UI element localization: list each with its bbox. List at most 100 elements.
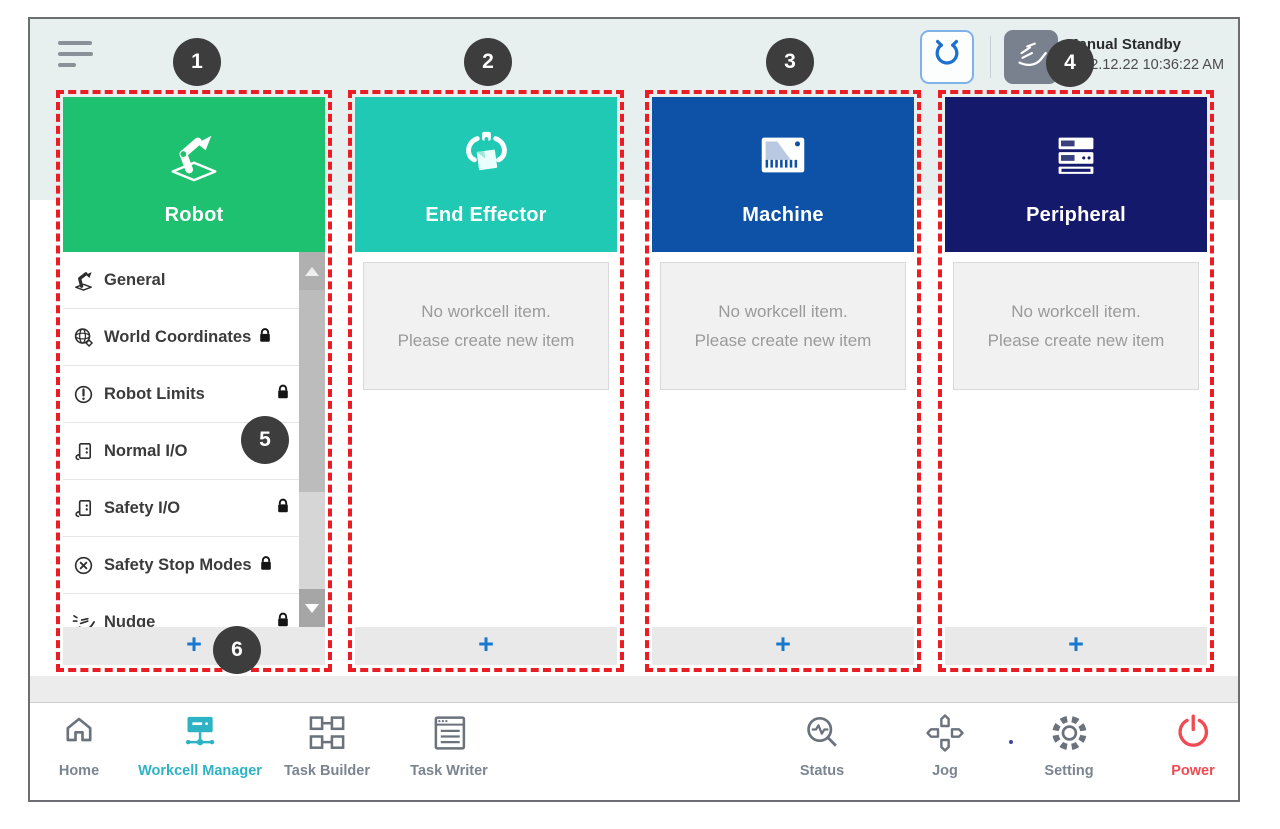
list-item-robot-limits[interactable]: Robot Limits bbox=[63, 366, 299, 423]
lock-icon bbox=[258, 555, 274, 576]
io-icon bbox=[72, 497, 104, 520]
content-bottom-strip bbox=[30, 676, 1238, 702]
nav-label: Home bbox=[58, 763, 100, 779]
lock-icon bbox=[275, 498, 291, 519]
task-builder-icon bbox=[306, 712, 348, 759]
nav-item-home[interactable]: Home bbox=[58, 712, 100, 779]
empty-state-panel: No workcell item. Please create new item bbox=[363, 262, 609, 390]
arrow-up-icon bbox=[305, 266, 319, 276]
nav-label: Workcell Manager bbox=[138, 763, 262, 779]
empty-state-line1: No workcell item. bbox=[421, 302, 551, 321]
scroll-down-button[interactable] bbox=[299, 589, 325, 627]
machine-column-header[interactable]: Machine bbox=[652, 97, 914, 252]
add-end-effector-button[interactable]: + bbox=[355, 627, 617, 665]
nav-label: Setting bbox=[1044, 763, 1094, 779]
machine-column: Machine No workcell item. Please create … bbox=[645, 90, 921, 672]
list-item-world-coordinates[interactable]: World Coordinates bbox=[63, 309, 299, 366]
home-icon bbox=[58, 712, 100, 759]
top-bar-divider bbox=[990, 36, 991, 78]
nav-item-task-builder[interactable]: Task Builder bbox=[284, 712, 370, 779]
scroll-up-button[interactable] bbox=[299, 252, 325, 290]
robot-item-list: General World Coordinates bbox=[63, 252, 325, 627]
empty-state-line2: Please create new item bbox=[397, 331, 575, 350]
status-icon bbox=[801, 712, 843, 759]
machine-content: No workcell item. Please create new item bbox=[652, 252, 914, 627]
nav-item-setting[interactable]: Setting bbox=[1044, 712, 1094, 779]
robot-arm-icon bbox=[165, 123, 223, 190]
io-icon bbox=[72, 440, 104, 463]
nav-item-jog[interactable]: Jog bbox=[924, 712, 966, 779]
robot-state-label: Manual Standby bbox=[1066, 36, 1182, 53]
arrow-down-icon bbox=[305, 603, 319, 613]
robot-mode-button[interactable] bbox=[920, 30, 974, 84]
column-title: Machine bbox=[742, 203, 824, 226]
lock-icon bbox=[275, 384, 291, 405]
nav-item-status[interactable]: Status bbox=[800, 712, 844, 779]
empty-state-panel: No workcell item. Please create new item bbox=[953, 262, 1199, 390]
nav-item-power[interactable]: Power bbox=[1171, 712, 1215, 779]
callout-badge-6: 6 bbox=[213, 626, 261, 674]
list-item-label: Normal I/O bbox=[104, 441, 188, 460]
setting-icon bbox=[1048, 712, 1090, 759]
list-item-safety-io[interactable]: Safety I/O bbox=[63, 480, 299, 537]
world-coordinates-icon bbox=[72, 326, 104, 349]
add-machine-button[interactable]: + bbox=[652, 627, 914, 665]
task-writer-icon bbox=[428, 712, 470, 759]
nav-label: Task Builder bbox=[284, 763, 370, 779]
nudge-icon bbox=[72, 611, 104, 627]
plus-icon: + bbox=[186, 629, 202, 659]
robot-limits-icon bbox=[72, 383, 104, 406]
nav-separator-dot bbox=[1009, 740, 1013, 744]
robot-column-header[interactable]: Robot bbox=[63, 97, 325, 252]
scrollbar[interactable] bbox=[299, 252, 325, 627]
list-item-nudge[interactable]: Nudge bbox=[63, 594, 299, 627]
column-title: Peripheral bbox=[1026, 203, 1126, 226]
empty-state-line2: Please create new item bbox=[987, 331, 1165, 350]
lock-icon bbox=[275, 612, 291, 628]
add-peripheral-button[interactable]: + bbox=[945, 627, 1207, 665]
nav-item-task-writer[interactable]: Task Writer bbox=[410, 712, 488, 779]
nav-label: Power bbox=[1171, 763, 1215, 779]
empty-state-line1: No workcell item. bbox=[718, 302, 848, 321]
robot-column: Robot General bbox=[56, 90, 332, 672]
list-item-label: Nudge bbox=[104, 612, 156, 628]
peripheral-icon bbox=[1047, 123, 1105, 190]
nav-label: Status bbox=[799, 763, 845, 779]
list-item-label: World Coordinates bbox=[104, 327, 252, 346]
list-item-label: Robot Limits bbox=[104, 384, 205, 403]
end-effector-column-header[interactable]: End Effector bbox=[355, 97, 617, 252]
add-robot-item-button[interactable]: + bbox=[63, 627, 325, 665]
empty-state-line1: No workcell item. bbox=[1011, 302, 1141, 321]
callout-badge-5: 5 bbox=[241, 416, 289, 464]
plus-icon: + bbox=[1068, 629, 1084, 659]
callout-badge-2: 2 bbox=[464, 38, 512, 86]
peripheral-column: Peripheral No workcell item. Please crea… bbox=[938, 90, 1214, 672]
nav-label: Task Writer bbox=[410, 763, 488, 779]
list-item-label: Safety I/O bbox=[104, 498, 181, 517]
list-item-safety-stop-modes[interactable]: Safety Stop Modes bbox=[63, 537, 299, 594]
gripper-box-icon bbox=[457, 123, 515, 190]
empty-state-panel: No workcell item. Please create new item bbox=[660, 262, 906, 390]
jog-icon bbox=[924, 712, 966, 759]
bottom-navigation-bar bbox=[30, 702, 1238, 800]
column-title: End Effector bbox=[425, 203, 547, 226]
list-item-general[interactable]: General bbox=[63, 252, 299, 309]
machine-icon bbox=[754, 123, 812, 190]
callout-badge-4: 4 bbox=[1046, 39, 1094, 87]
end-effector-column: End Effector No workcell item. Please cr… bbox=[348, 90, 624, 672]
power-icon bbox=[1172, 712, 1214, 759]
peripheral-content: No workcell item. Please create new item bbox=[945, 252, 1207, 627]
peripheral-column-header[interactable]: Peripheral bbox=[945, 97, 1207, 252]
status-timestamp: 2022.12.22 10:36:22 AM bbox=[1066, 57, 1225, 73]
callout-badge-3: 3 bbox=[766, 38, 814, 86]
robot-icon bbox=[72, 269, 104, 292]
hamburger-menu-icon[interactable] bbox=[58, 40, 94, 70]
nav-item-workcell-manager[interactable]: Workcell Manager bbox=[138, 712, 262, 779]
list-item-label: Safety Stop Modes bbox=[104, 555, 252, 574]
callout-badge-1: 1 bbox=[173, 38, 221, 86]
scrollbar-thumb[interactable] bbox=[299, 290, 325, 492]
gripper-icon bbox=[929, 37, 965, 78]
end-effector-content: No workcell item. Please create new item bbox=[355, 252, 617, 627]
hand-icon bbox=[1012, 36, 1050, 79]
